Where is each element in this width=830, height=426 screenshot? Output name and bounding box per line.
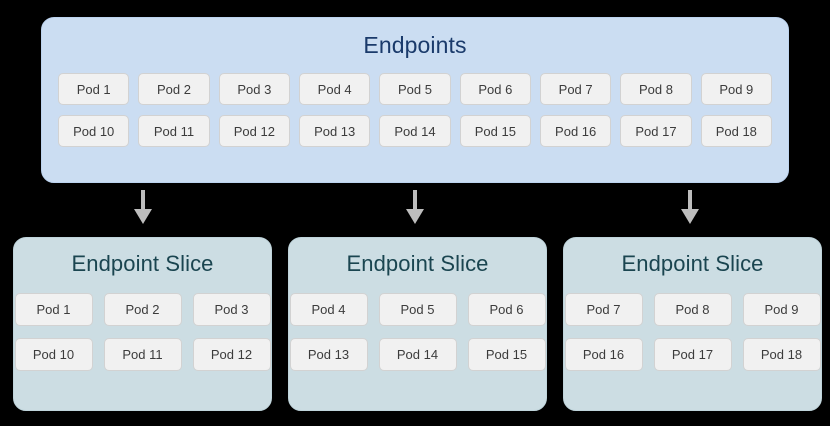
endpoint-slice-pod-row: Pod 13 Pod 14 Pod 15 (289, 338, 546, 371)
endpoint-slice-title: Endpoint Slice (71, 251, 214, 276)
pod-chip: Pod 14 (378, 338, 457, 371)
endpoint-slice-pod-row: Pod 4 Pod 5 Pod 6 (289, 293, 546, 326)
pod-chip: Pod 15 (459, 115, 531, 147)
pod-chip: Pod 10 (14, 338, 93, 371)
pod-chip: Pod 4 (299, 73, 371, 105)
pod-chip: Pod 11 (138, 115, 210, 147)
pod-chip: Pod 2 (103, 293, 182, 326)
endpoints-panel: Endpoints Pod 1 Pod 2 Pod 3 Pod 4 Pod 5 … (41, 17, 789, 183)
pod-chip: Pod 6 (467, 293, 546, 326)
pod-chip: Pod 7 (539, 73, 612, 105)
pod-chip: Pod 5 (378, 293, 457, 326)
pod-chip: Pod 12 (192, 338, 271, 371)
pod-chip: Pod 14 (379, 115, 451, 147)
pod-chip: Pod 15 (467, 338, 546, 371)
endpoint-slice-panel-3: Endpoint Slice Pod 7 Pod 8 Pod 9 Pod 16 … (563, 237, 822, 411)
endpoint-slice-pod-grid: Pod 7 Pod 8 Pod 9 Pod 16 Pod 17 Pod 18 (564, 293, 821, 371)
pod-chip: Pod 8 (653, 293, 732, 326)
pod-chip: Pod 9 (700, 73, 772, 105)
arrow-down-icon (681, 190, 699, 224)
pod-chip: Pod 16 (539, 115, 612, 147)
pod-chip: Pod 10 (58, 115, 130, 147)
endpoint-slice-title: Endpoint Slice (346, 251, 489, 276)
pod-chip: Pod 1 (58, 73, 130, 105)
endpoints-title: Endpoints (363, 32, 467, 58)
endpoint-slice-pod-row: Pod 1 Pod 2 Pod 3 (14, 293, 271, 326)
pod-chip: Pod 6 (459, 73, 531, 105)
pod-chip: Pod 3 (218, 73, 290, 105)
endpoint-slice-pod-grid: Pod 4 Pod 5 Pod 6 Pod 13 Pod 14 Pod 15 (289, 293, 546, 371)
pod-chip: Pod 7 (564, 293, 643, 326)
pod-chip: Pod 13 (289, 338, 368, 371)
pod-chip: Pod 18 (742, 338, 821, 371)
pod-chip: Pod 5 (379, 73, 451, 105)
arrow-down-icon (134, 190, 152, 224)
endpoint-slice-pod-row: Pod 16 Pod 17 Pod 18 (564, 338, 821, 371)
endpoint-slice-pod-row: Pod 10 Pod 11 Pod 12 (14, 338, 271, 371)
pod-chip: Pod 9 (742, 293, 821, 326)
endpoint-slice-panel-2: Endpoint Slice Pod 4 Pod 5 Pod 6 Pod 13 … (288, 237, 547, 411)
pod-chip: Pod 1 (14, 293, 93, 326)
pod-chip: Pod 13 (299, 115, 371, 147)
pod-chip: Pod 4 (289, 293, 368, 326)
endpoint-slice-pod-grid: Pod 1 Pod 2 Pod 3 Pod 10 Pod 11 Pod 12 (14, 293, 271, 371)
endpoints-pod-row: Pod 10 Pod 11 Pod 12 Pod 13 Pod 14 Pod 1… (58, 115, 772, 147)
pod-chip: Pod 17 (620, 115, 692, 147)
endpoint-slice-panel-1: Endpoint Slice Pod 1 Pod 2 Pod 3 Pod 10 … (13, 237, 272, 411)
pod-chip: Pod 18 (700, 115, 772, 147)
arrow-down-icon (406, 190, 424, 224)
endpoint-slice-pod-row: Pod 7 Pod 8 Pod 9 (564, 293, 821, 326)
endpoints-pod-grid: Pod 1 Pod 2 Pod 3 Pod 4 Pod 5 Pod 6 Pod … (42, 73, 788, 147)
pod-chip: Pod 17 (653, 338, 732, 371)
pod-chip: Pod 8 (620, 73, 692, 105)
pod-chip: Pod 12 (218, 115, 290, 147)
endpoints-pod-row: Pod 1 Pod 2 Pod 3 Pod 4 Pod 5 Pod 6 Pod … (58, 73, 772, 105)
pod-chip: Pod 2 (138, 73, 210, 105)
pod-chip: Pod 3 (192, 293, 271, 326)
pod-chip: Pod 11 (103, 338, 182, 371)
pod-chip: Pod 16 (564, 338, 643, 371)
endpoint-slice-title: Endpoint Slice (621, 251, 764, 276)
